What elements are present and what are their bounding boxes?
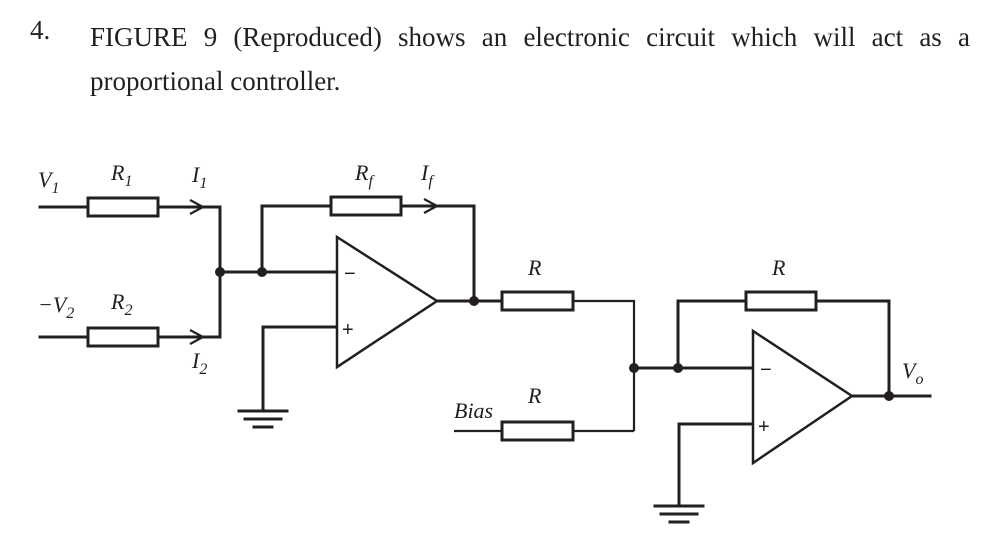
label-r1: R1 — [110, 160, 132, 190]
opamp-2-inverting-sign: − — [760, 359, 772, 381]
opamp-1-inverting-sign: − — [344, 263, 356, 285]
junction-output — [884, 391, 894, 401]
label-r-stage2-input: R — [527, 255, 542, 280]
opamp-2: − + — [751, 328, 855, 466]
junction-summing — [215, 267, 225, 277]
resistor-r-bias — [500, 420, 575, 442]
current-arrow-if-icon — [423, 198, 440, 214]
wire-feedback-2-left — [676, 299, 748, 370]
wire-feedback-right — [399, 204, 476, 303]
feedback-branch-1 — [260, 195, 476, 303]
label-r-stage2-feedback: R — [771, 255, 786, 280]
label-neg-v2: −V2 — [38, 292, 74, 322]
label-bias: Bias — [454, 398, 493, 423]
junction-opamp-1-output — [469, 296, 479, 306]
wire-noninverting-ground-1 — [261, 325, 339, 413]
resistor-rf — [329, 195, 403, 217]
label-r-bias: R — [527, 383, 542, 408]
wire-stage2-input — [573, 299, 636, 431]
wire-noninverting-ground-2 — [677, 422, 755, 508]
label-i2: I2 — [191, 348, 207, 378]
ground-icon — [237, 409, 289, 429]
label-i1: I1 — [191, 162, 207, 192]
label-v1: V1 — [38, 167, 59, 197]
opamp-2-noninverting-sign: + — [758, 416, 770, 438]
wire-feedback-left — [260, 204, 333, 274]
resistor-r-stage2-input — [500, 290, 575, 312]
question-text: FIGURE 9 (Reproduced) shows an electroni… — [90, 22, 970, 96]
resistor-r2 — [86, 326, 160, 348]
input-branch-1 — [38, 196, 222, 218]
question-number: 4. — [30, 15, 51, 45]
wire-feedback-2-right — [814, 299, 891, 398]
ground-icon — [653, 504, 705, 524]
opamp-1-noninverting-sign: + — [342, 319, 354, 341]
label-vo: Vo — [902, 358, 923, 388]
current-arrow-i1-icon — [189, 199, 206, 215]
resistor-r-stage2-feedback — [744, 290, 818, 312]
opamp-1: − + — [335, 234, 440, 370]
current-arrow-i2-icon — [189, 329, 206, 345]
resistor-r1 — [86, 196, 160, 218]
label-r2: R2 — [110, 289, 132, 319]
junction-summing-2 — [629, 363, 639, 373]
input-branch-2 — [38, 326, 222, 348]
label-if: If — [420, 160, 435, 190]
label-rf: Rf — [354, 160, 375, 190]
